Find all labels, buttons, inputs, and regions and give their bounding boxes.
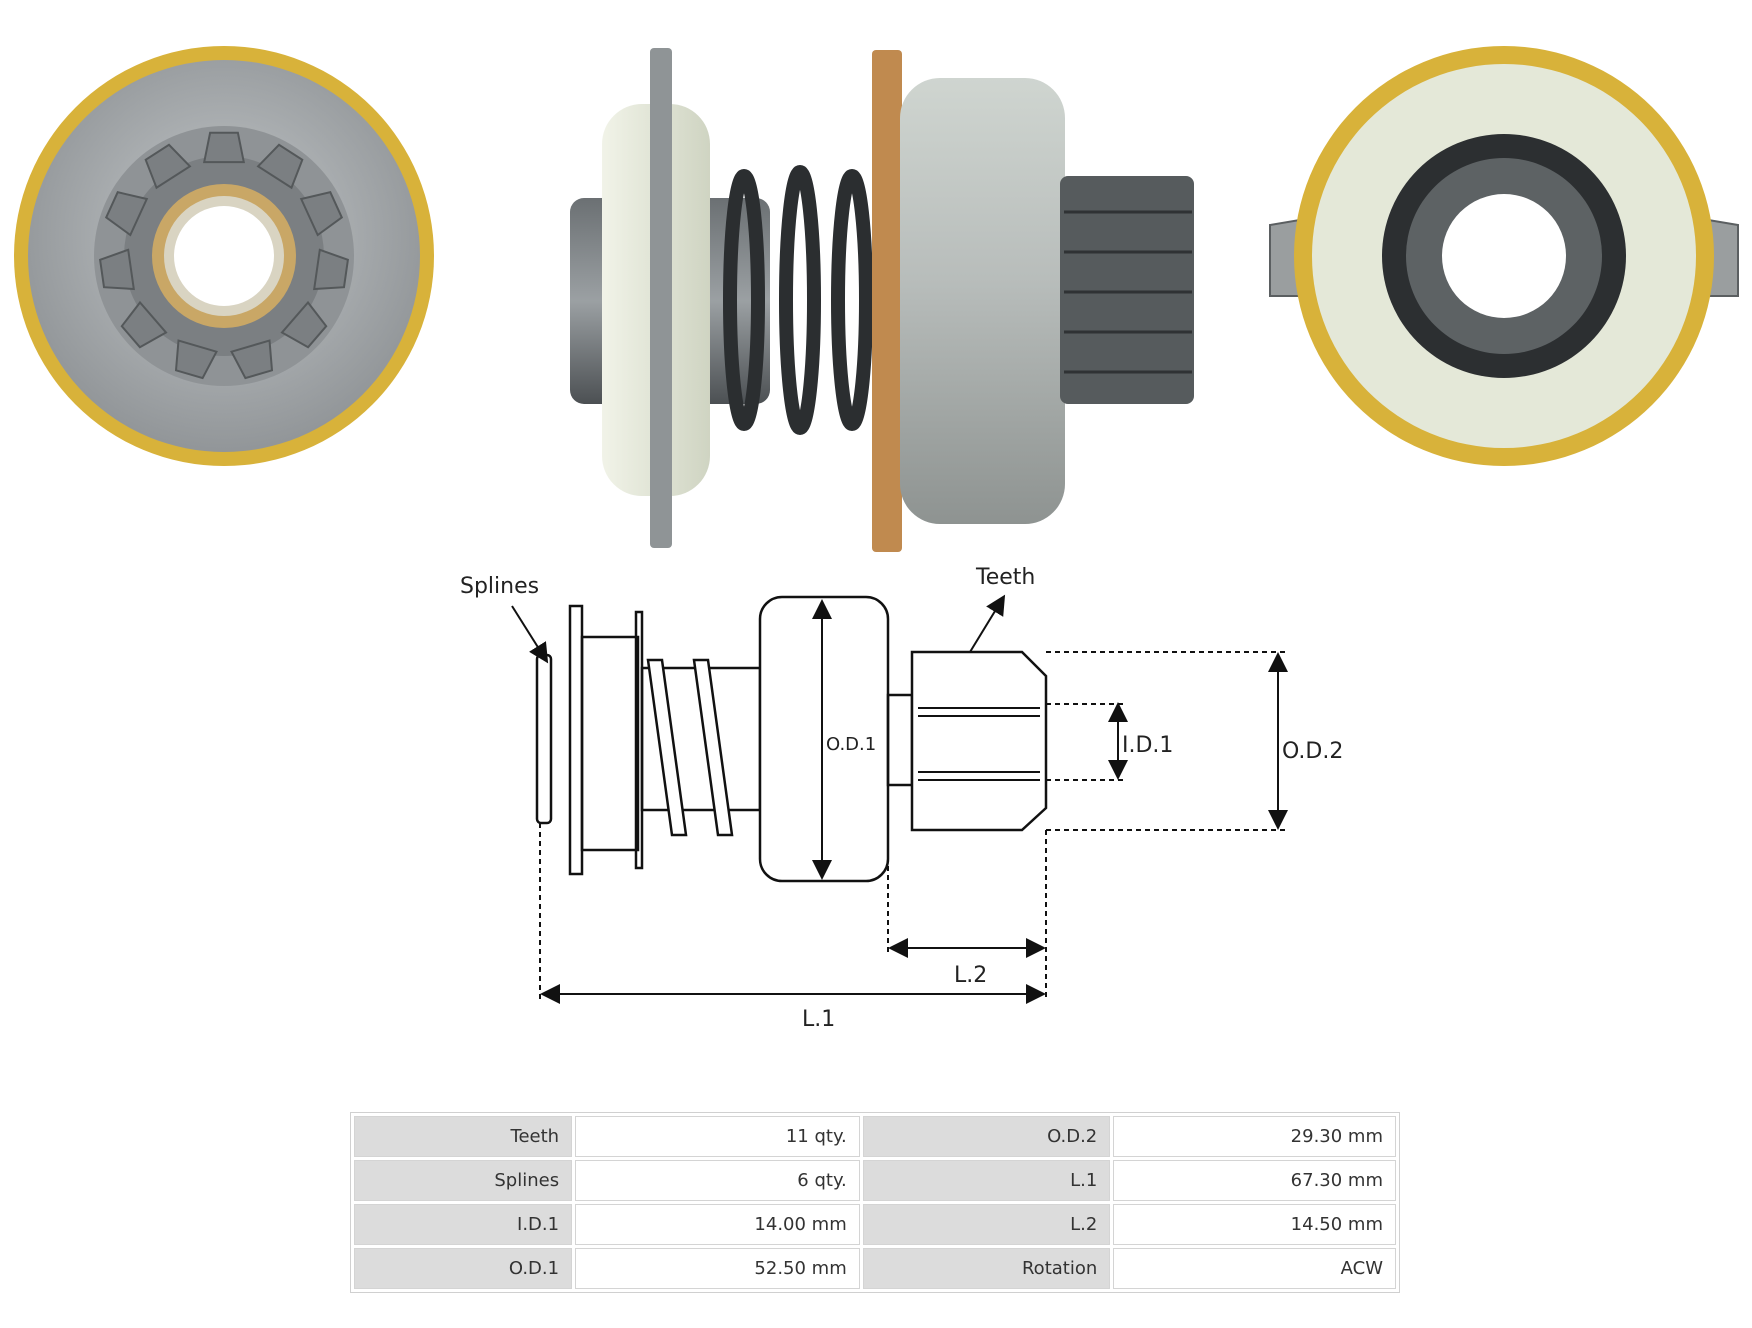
spec-label: O.D.1 (354, 1248, 573, 1289)
spec-label: I.D.1 (354, 1204, 573, 1245)
spec-value: 11 qty. (575, 1116, 860, 1157)
dimension-lines (511, 594, 1288, 1004)
table-row: Teeth 11 qty. O.D.2 29.30 mm (354, 1116, 1396, 1157)
spec-table: Teeth 11 qty. O.D.2 29.30 mm Splines 6 q… (350, 1112, 1400, 1293)
gear-tooth (280, 300, 328, 349)
gear-tooth (104, 191, 149, 237)
table-row: Splines 6 qty. L.1 67.30 mm (354, 1160, 1396, 1201)
spec-label: Splines (354, 1160, 573, 1201)
gear-tooth (120, 300, 168, 349)
teeth-label: Teeth (975, 565, 1035, 590)
spec-label: Teeth (354, 1116, 573, 1157)
spec-value: 52.50 mm (575, 1248, 860, 1289)
table-row: I.D.1 14.00 mm L.2 14.50 mm (354, 1204, 1396, 1245)
gear-tooth (299, 191, 344, 237)
l1-label: L.1 (802, 1007, 835, 1032)
table-row: O.D.1 52.50 mm Rotation ACW (354, 1248, 1396, 1289)
spring-coils (723, 165, 873, 435)
side-view-photo (570, 48, 1194, 552)
spec-label: Rotation (862, 1248, 1111, 1289)
gear-tooth (230, 339, 274, 380)
gear-tooth (174, 339, 218, 380)
gear-tooth (202, 131, 246, 164)
dimension-drawing (535, 595, 1048, 883)
spec-label: L.1 (862, 1160, 1111, 1201)
front-view-photo (14, 46, 434, 466)
spec-label: O.D.2 (862, 1116, 1111, 1157)
spec-value: 14.50 mm (1113, 1204, 1396, 1245)
spec-value: 6 qty. (575, 1160, 860, 1201)
splines-label: Splines (460, 574, 539, 599)
spec-value: 29.30 mm (1113, 1116, 1396, 1157)
gear-tooth (313, 248, 350, 291)
spec-value: 14.00 mm (575, 1204, 860, 1245)
spec-label: L.2 (862, 1204, 1111, 1245)
rear-view-photo (1269, 46, 1739, 466)
id1-label: I.D.1 (1122, 733, 1173, 758)
l2-label: L.2 (954, 963, 987, 988)
od2-label: O.D.2 (1282, 739, 1343, 764)
gear-tooth (256, 143, 304, 190)
spec-value: 67.30 mm (1113, 1160, 1396, 1201)
spec-value: ACW (1113, 1248, 1396, 1289)
od1-label: O.D.1 (826, 734, 876, 755)
gear-tooth (98, 248, 135, 291)
gear-tooth (144, 143, 192, 190)
